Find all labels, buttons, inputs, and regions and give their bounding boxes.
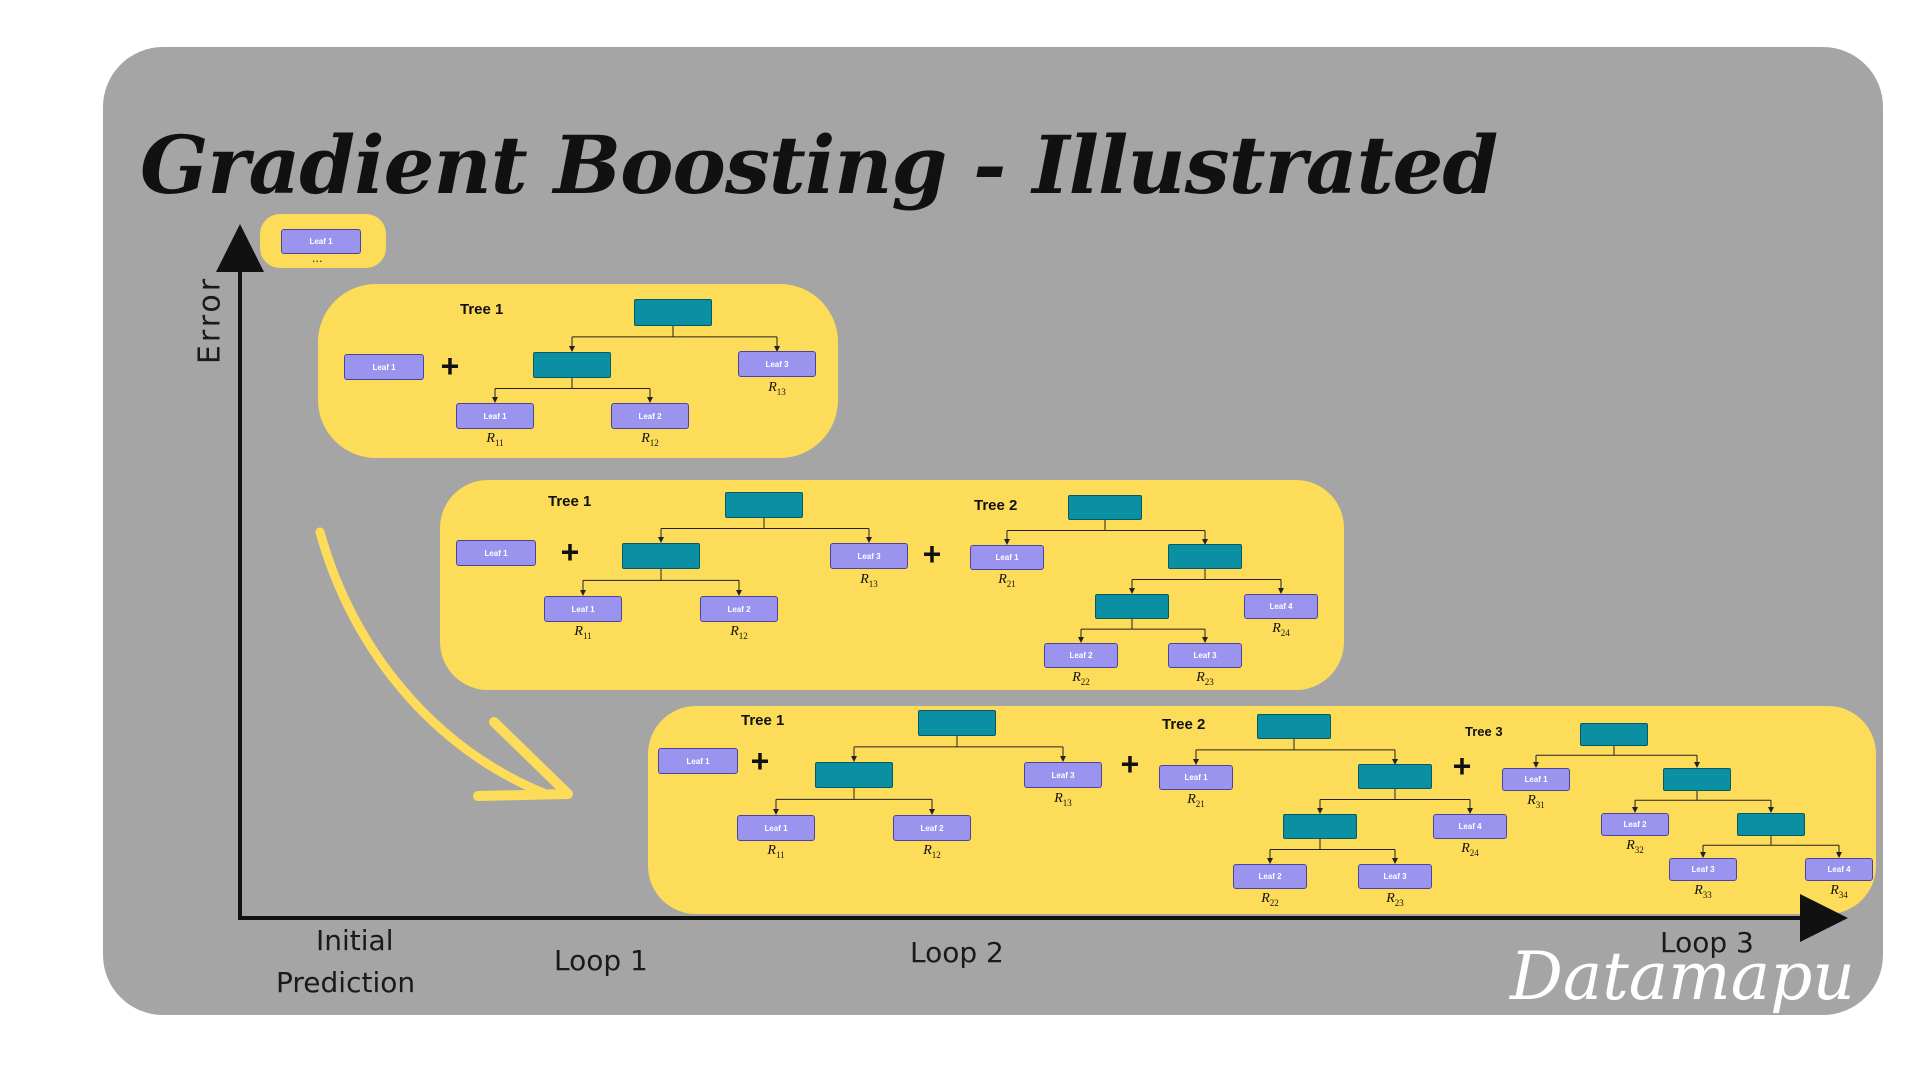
loop2-r22: R22 [1072, 670, 1090, 687]
loop3-tree2-split1 [1358, 764, 1432, 789]
loop2-r13: R13 [860, 572, 878, 589]
loop3-r11: R11 [767, 843, 785, 860]
loop2-tree1-leaf1: Leaf 1 [544, 596, 622, 622]
loop1-tree1-leaf1: Leaf 1 [456, 403, 534, 429]
loop3-tree1-split [815, 762, 893, 788]
diagram-title: Gradient Boosting - Illustrated [140, 118, 1498, 212]
loop2-tree1-leaf3: Leaf 3 [830, 543, 908, 569]
loop2-r11: R11 [574, 624, 592, 641]
loop2-tree2-leaf3: Leaf 3 [1168, 643, 1242, 668]
loop3-tree1-leaf3: Leaf 3 [1024, 762, 1102, 788]
loop3-r23: R23 [1386, 891, 1404, 908]
loop3-tree2-leaf3: Leaf 3 [1358, 864, 1432, 889]
loop3-tree1-leaf1: Leaf 1 [737, 815, 815, 841]
loop1-r11: R11 [486, 431, 504, 448]
initial-leaf: Leaf 1 [281, 229, 361, 254]
x-label-loop-1: Loop 1 [554, 944, 648, 977]
loop3-tree2-leaf2: Leaf 2 [1233, 864, 1307, 889]
loop3-tree1-label: Tree 1 [741, 712, 785, 729]
loop3-plus-2: + [1120, 746, 1140, 782]
loop2-plus-2: + [922, 536, 942, 572]
x-label-loop-2: Loop 2 [910, 936, 1004, 969]
loop3-tree3-split2 [1737, 813, 1805, 836]
loop2-tree2-leaf4: Leaf 4 [1244, 594, 1318, 619]
loop1-tree1-leaf2: Leaf 2 [611, 403, 689, 429]
loop2-base-leaf: Leaf 1 [456, 540, 536, 566]
loop2-tree1-split [622, 543, 700, 569]
loop2-r24: R24 [1272, 621, 1290, 638]
loop2-tree2-split1 [1168, 544, 1242, 569]
loop3-r24: R24 [1461, 841, 1479, 858]
tree-connectors [492, 326, 1842, 864]
loop3-tree2-root [1257, 714, 1331, 739]
loop3-plus-3: + [1452, 748, 1472, 784]
loop1-r13: R13 [768, 380, 786, 397]
loop3-tree2-leaf4: Leaf 4 [1433, 814, 1507, 839]
loop3-r13: R13 [1054, 791, 1072, 808]
loop3-r31: R31 [1527, 793, 1545, 810]
x-label-initial-line2: Prediction [276, 966, 416, 999]
loop2-tree2-root [1068, 495, 1142, 520]
loop3-r21: R21 [1187, 792, 1205, 809]
loop3-base-leaf: Leaf 1 [658, 748, 738, 774]
loop2-tree2-label: Tree 2 [974, 497, 1018, 514]
loop3-r32: R32 [1626, 838, 1644, 855]
loop2-tree1-root [725, 492, 803, 518]
loop1-tree1-label: Tree 1 [460, 301, 504, 318]
loop3-plus-1: + [750, 743, 770, 779]
curved-arrow [315, 527, 551, 799]
loop2-r23: R23 [1196, 670, 1214, 687]
loop3-r33: R33 [1694, 883, 1712, 900]
loop2-tree1-leaf2: Leaf 2 [700, 596, 778, 622]
loop3-tree3-split1 [1663, 768, 1731, 791]
loop2-tree1-label: Tree 1 [548, 493, 592, 510]
loop3-tree2-split2 [1283, 814, 1357, 839]
loop1-plus-1: + [440, 348, 460, 384]
loop3-tree3-leaf1: Leaf 1 [1502, 768, 1570, 791]
loop3-tree3-root [1580, 723, 1648, 746]
loop3-tree3-leaf4: Leaf 4 [1805, 858, 1873, 881]
loop3-tree2-label: Tree 2 [1162, 716, 1206, 733]
loop1-tree1-root [634, 299, 712, 326]
loop3-tree2-leaf1: Leaf 1 [1159, 765, 1233, 790]
loop3-r34: R34 [1830, 883, 1848, 900]
x-label-initial-line1: Initial [316, 924, 394, 957]
loop1-r12: R12 [641, 431, 659, 448]
loop2-tree2-leaf2: Leaf 2 [1044, 643, 1118, 668]
loop3-tree1-leaf2: Leaf 2 [893, 815, 971, 841]
loop2-tree2-split2 [1095, 594, 1169, 619]
loop1-base-leaf: Leaf 1 [344, 354, 424, 380]
loop2-r21: R21 [998, 572, 1016, 589]
initial-ellipsis: ... [312, 252, 323, 265]
loop3-r12: R12 [923, 843, 941, 860]
loop1-tree1-split [533, 352, 611, 378]
datamapu-watermark: Datamapu [1510, 938, 1855, 1015]
x-label-loop-3: Loop 3 [1660, 926, 1754, 959]
loop2-plus-1: + [560, 534, 580, 570]
loop2-r12: R12 [730, 624, 748, 641]
loop3-tree3-leaf2: Leaf 2 [1601, 813, 1669, 836]
curved-arrow-head [473, 717, 573, 801]
loop2-tree2-leaf1: Leaf 1 [970, 545, 1044, 570]
loop3-tree1-root [918, 710, 996, 736]
loop3-tree3-leaf3: Leaf 3 [1669, 858, 1737, 881]
loop3-tree3-label: Tree 3 [1465, 724, 1503, 739]
loop1-tree1-leaf3: Leaf 3 [738, 351, 816, 377]
loop3-r22: R22 [1261, 891, 1279, 908]
